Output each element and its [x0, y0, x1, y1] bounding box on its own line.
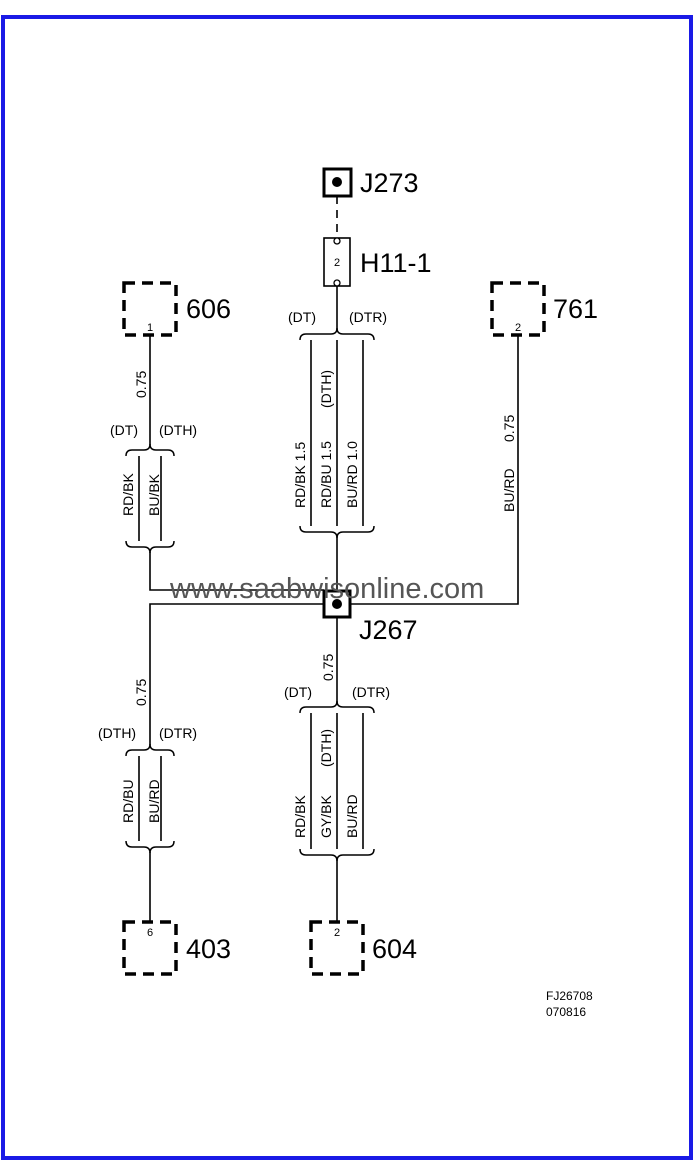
wire-size: 0.75: [133, 371, 149, 398]
connector-606-pin: 1: [147, 322, 153, 334]
tag-dth: (DTH): [318, 729, 334, 767]
wire-color: BU/RD: [146, 779, 162, 823]
harness-right-top: BU/RD 0.75: [501, 415, 517, 512]
connector-761-label: 761: [553, 294, 598, 324]
wire-color: BU/RD: [501, 468, 517, 512]
wire-color: GY/BK: [318, 795, 334, 838]
wire-color: RD/BK: [292, 795, 308, 838]
figure-code: FJ26708: [546, 989, 593, 1003]
wire-color: BU/BK: [146, 473, 162, 516]
connector-761: 2 761: [490, 281, 598, 337]
tag-dt: (DT): [110, 422, 138, 438]
connector-j273: J273: [322, 167, 419, 198]
diagram-border: [1, 15, 693, 1160]
connector-606-label: 606: [186, 294, 231, 324]
harness-left-bottom: (DTH) (DTR) 0.75 RD/BU BU/RD: [98, 679, 197, 823]
tag-dt: (DT): [284, 684, 312, 700]
harness-left-top: (DT) (DTH) 0.75 RD/BK BU/BK: [110, 371, 197, 516]
connector-j273-label: J273: [360, 168, 419, 198]
wire-size: 0.75: [320, 654, 336, 681]
connector-403: 6 403: [122, 920, 231, 976]
tag-dth: (DTH): [98, 725, 136, 741]
connector-403-pin: 6: [147, 927, 153, 939]
tag-dth: (DTH): [159, 422, 197, 438]
wire-color: BU/RD: [344, 794, 360, 838]
tag-dtr: (DTR): [159, 725, 197, 741]
tag-dtr: (DTR): [352, 684, 390, 700]
wire-color: RD/BU 1.5: [318, 441, 334, 508]
wire-color: RD/BK: [120, 473, 136, 516]
connector-606: 1 606: [122, 281, 231, 337]
watermark: www.saabwisonline.com: [169, 573, 484, 605]
wire-size: 0.75: [133, 679, 149, 706]
figure-date: 070816: [546, 1005, 586, 1019]
wire-paths: [138, 286, 519, 922]
harness-braces: [125, 327, 375, 862]
connector-403-label: 403: [186, 934, 231, 964]
harness-center-top: (DT) (DTR) RD/BK 1.5 RD/BU 1.5 BU/RD 1.0…: [288, 309, 387, 508]
tag-dth: (DTH): [318, 370, 334, 408]
connector-h11-1: 2 H11-1: [323, 237, 432, 287]
connector-761-pin: 2: [515, 322, 521, 334]
connector-604: 2 604: [309, 920, 417, 976]
connector-604-label: 604: [372, 934, 417, 964]
tag-dt: (DT): [288, 309, 316, 325]
wire-color: RD/BU: [120, 779, 136, 823]
connector-604-pin: 2: [334, 927, 340, 939]
connector-h11-1-pin: 2: [334, 257, 340, 269]
tag-dtr: (DTR): [349, 309, 387, 325]
connector-j267-label: J267: [359, 615, 418, 645]
harness-center-bottom: 0.75 (DT) (DTR) RD/BK GY/BK BU/RD (DTH): [284, 654, 390, 838]
connector-h11-1-label: H11-1: [360, 248, 432, 278]
wire-color: BU/RD 1.0: [344, 441, 360, 508]
wire-color: RD/BK 1.5: [292, 442, 308, 508]
wire-size: 0.75: [501, 415, 517, 442]
connector-j267: J267: [322, 589, 418, 645]
